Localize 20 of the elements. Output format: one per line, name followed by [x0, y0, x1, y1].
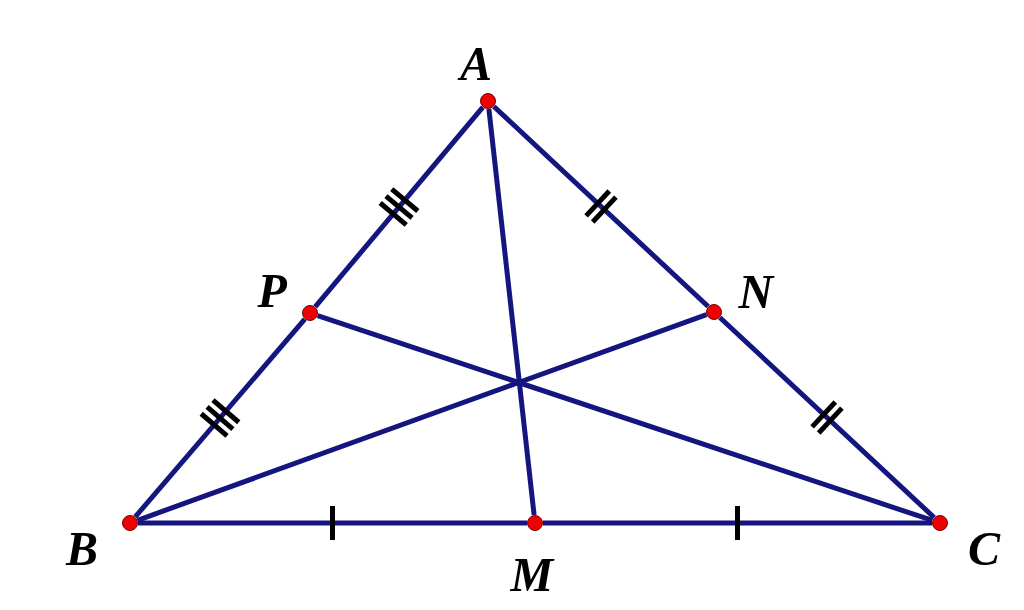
line-segment — [136, 312, 708, 523]
point-dot — [932, 515, 948, 531]
line-segment — [316, 313, 934, 523]
line-segment — [543, 520, 932, 526]
line-segment — [486, 108, 537, 516]
point-label: B — [66, 525, 98, 573]
point-dot — [706, 304, 722, 320]
line-segment — [133, 317, 307, 519]
point-dot — [302, 305, 318, 321]
point-label: C — [968, 525, 1000, 573]
point-dot — [527, 515, 543, 531]
point-dot — [122, 515, 138, 531]
line-segment — [138, 520, 527, 526]
line-segment — [492, 104, 710, 309]
point-dot — [480, 93, 496, 109]
line-segment — [718, 315, 936, 520]
point-label: M — [510, 551, 554, 599]
line-segment — [313, 105, 485, 309]
point-label: N — [738, 268, 774, 316]
point-label: P — [257, 267, 287, 315]
